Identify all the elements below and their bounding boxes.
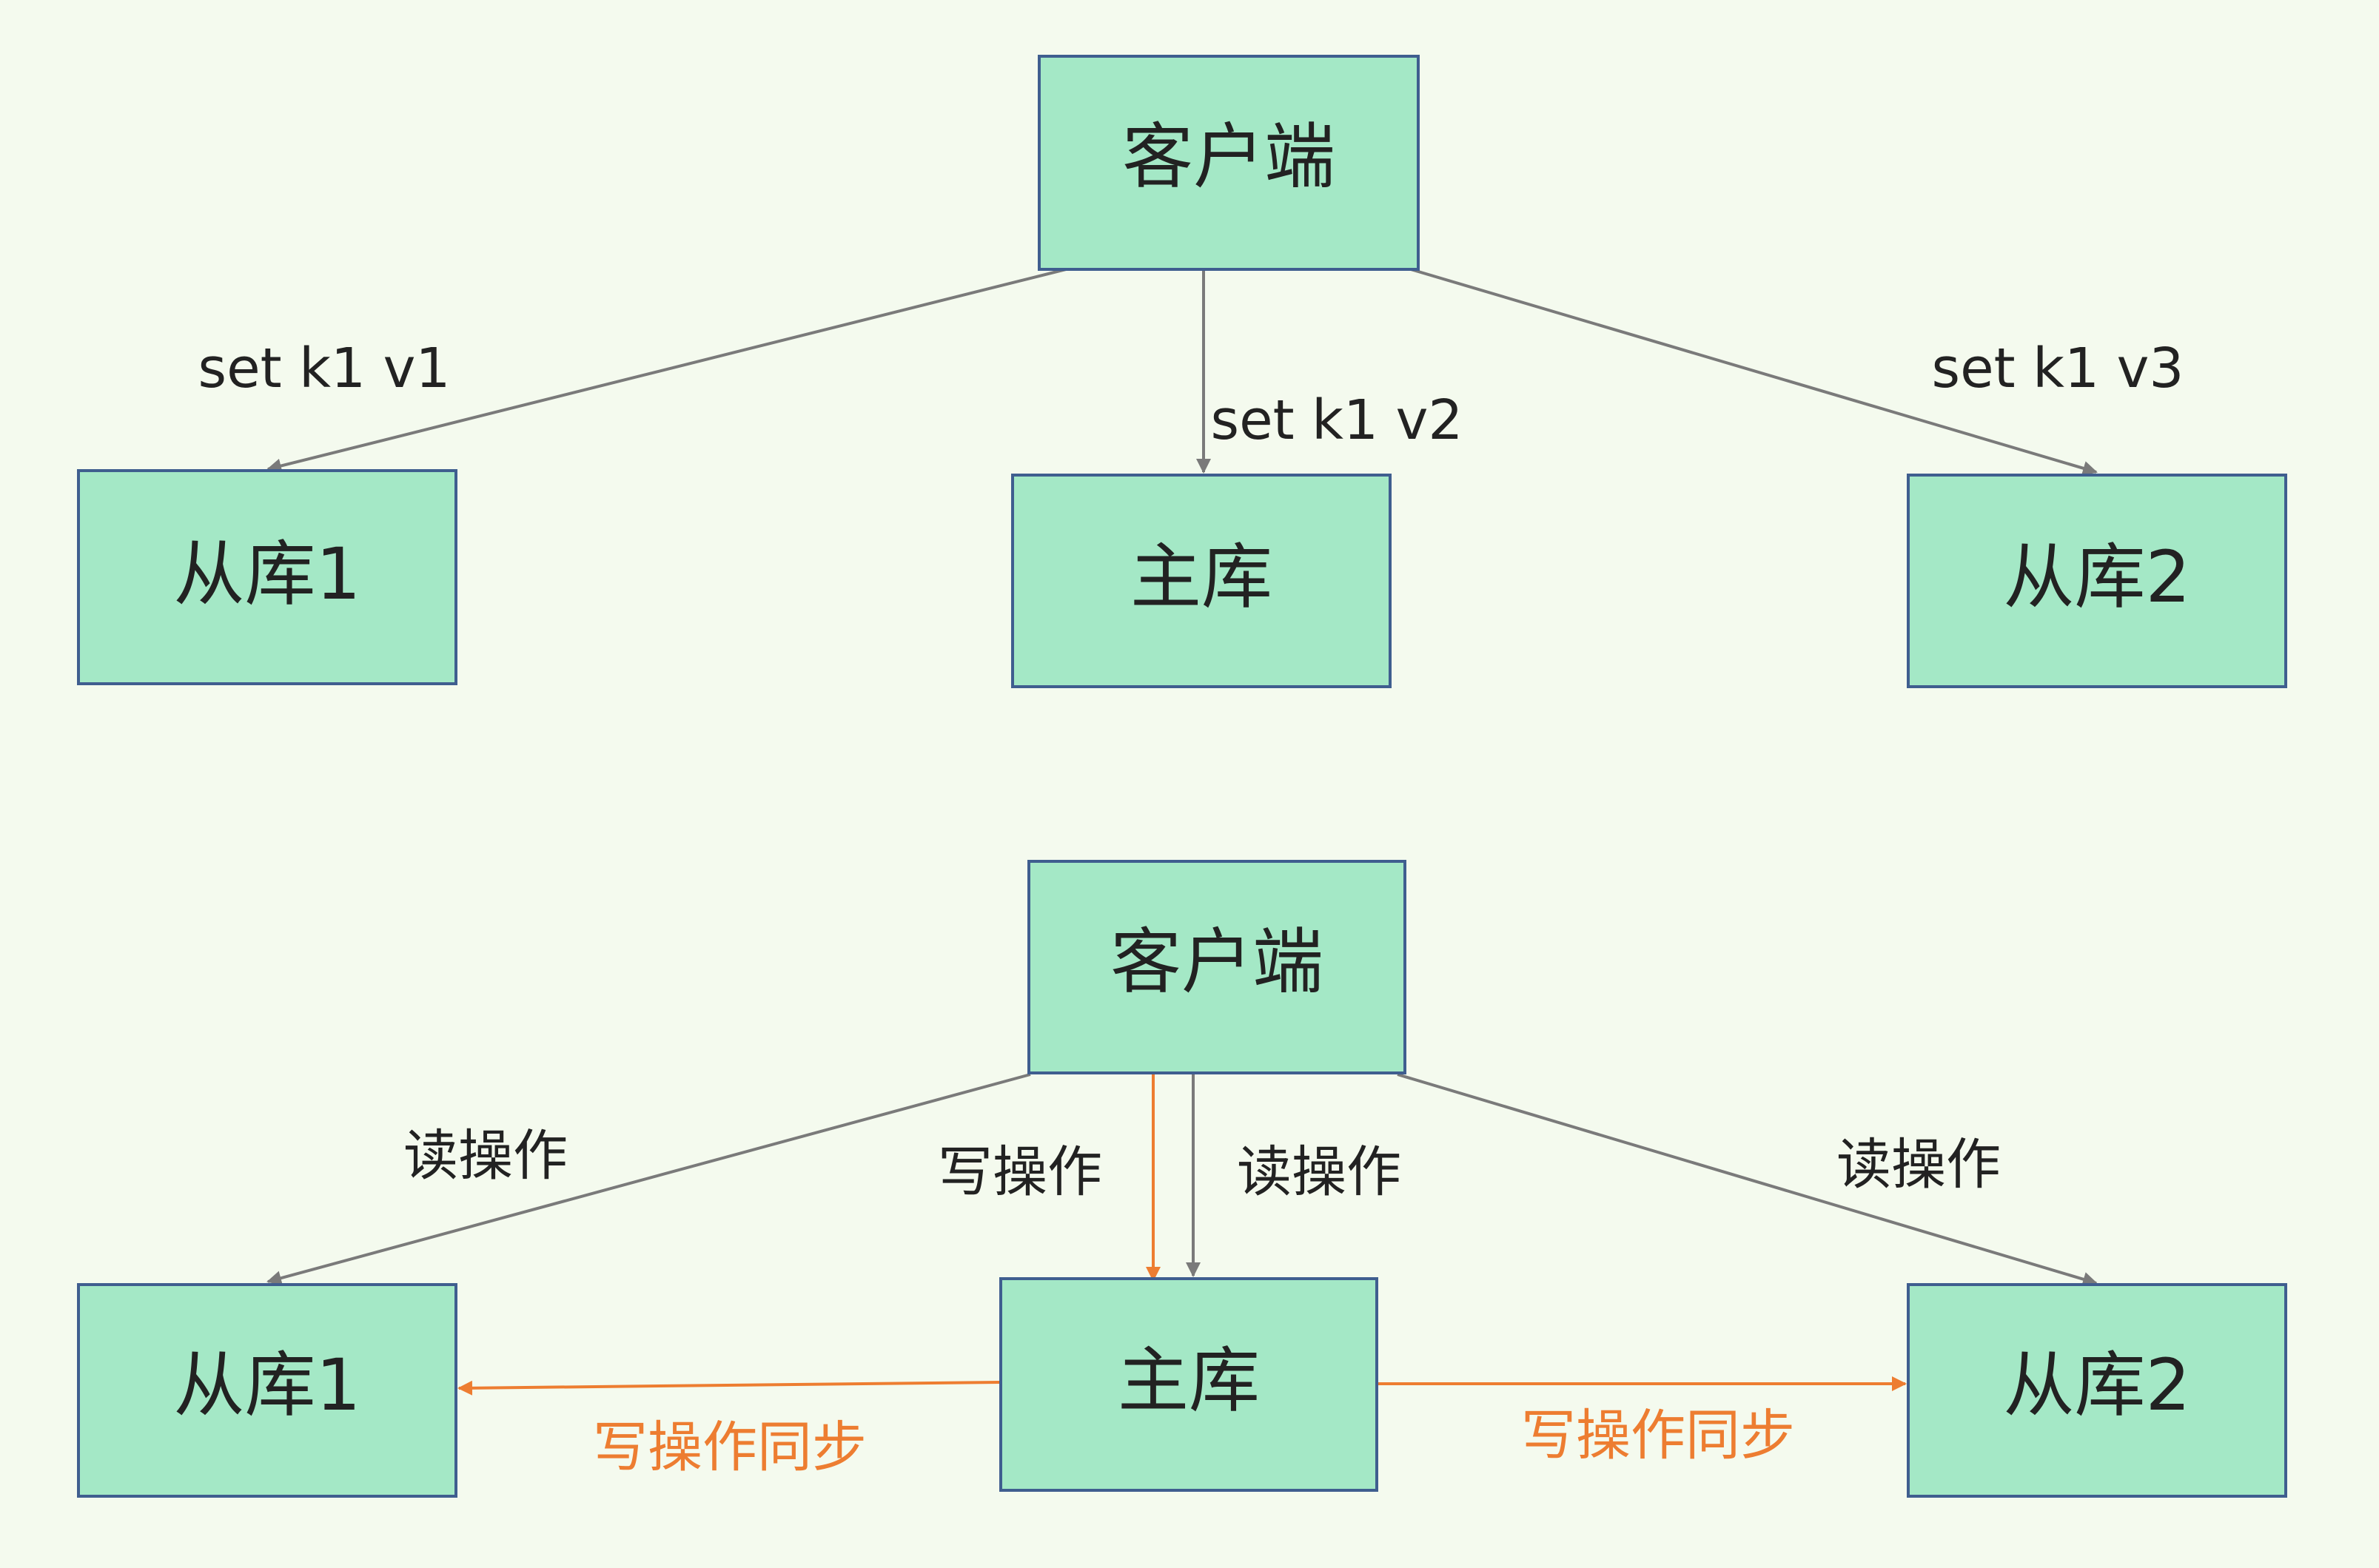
bottom-edge-client-to-replica1: [266, 1073, 1031, 1285]
bottom-replica2-label: 从库2: [2003, 1344, 2190, 1427]
bottom-edge-client-to-replica2: [1397, 1073, 2098, 1287]
top-replica1-label: 从库1: [173, 533, 360, 616]
top-edge-client-to-replica1: [266, 268, 1067, 474]
bottom-edge-label-master-write: 写操作: [938, 1140, 1102, 1204]
bottom-replica1-label: 从库1: [173, 1344, 360, 1427]
top-edge-label-replica1: set k1 v1: [198, 337, 451, 400]
bottom-edge-label-sync-replica1: 写操作同步: [593, 1416, 867, 1479]
bottom-diagram: 读操作 写操作 读操作 读操作 写操作同步 写操作同步 客户端 从库1 主库 从…: [77, 860, 2287, 1498]
bottom-edge-label-master-read: 读操作: [1237, 1140, 1401, 1204]
top-master-node: 主库: [1011, 474, 1392, 688]
top-edge-client-to-replica2: [1410, 268, 2098, 476]
bottom-client-label: 客户端: [1110, 921, 1323, 1003]
top-edge-label-replica2: set k1 v3: [1932, 337, 2184, 400]
top-master-label: 主库: [1130, 536, 1272, 619]
top-diagram: set k1 v1 set k1 v2 set k1 v3 客户端 从库1 主库…: [77, 55, 2287, 688]
bottom-master-label: 主库: [1118, 1339, 1260, 1422]
top-client-node: 客户端: [1038, 55, 1420, 271]
bottom-replica1-node: 从库1: [77, 1283, 457, 1498]
bottom-client-node: 客户端: [1027, 860, 1406, 1074]
bottom-master-node: 主库: [999, 1277, 1378, 1492]
top-replica1-node: 从库1: [77, 469, 457, 685]
top-edge-label-master: set k1 v2: [1211, 388, 1463, 452]
top-client-label: 客户端: [1122, 115, 1335, 198]
top-replica2-label: 从库2: [2003, 536, 2190, 619]
top-replica2-node: 从库2: [1907, 474, 2287, 688]
bottom-edge-label-sync-replica2: 写操作同步: [1521, 1404, 1795, 1467]
bottom-replica2-node: 从库2: [1907, 1283, 2287, 1498]
bottom-edge-label-replica2: 读操作: [1836, 1133, 2001, 1197]
bottom-edge-label-replica1: 读操作: [403, 1124, 568, 1188]
bottom-edge-master-to-replica1-sync: [457, 1380, 1000, 1396]
